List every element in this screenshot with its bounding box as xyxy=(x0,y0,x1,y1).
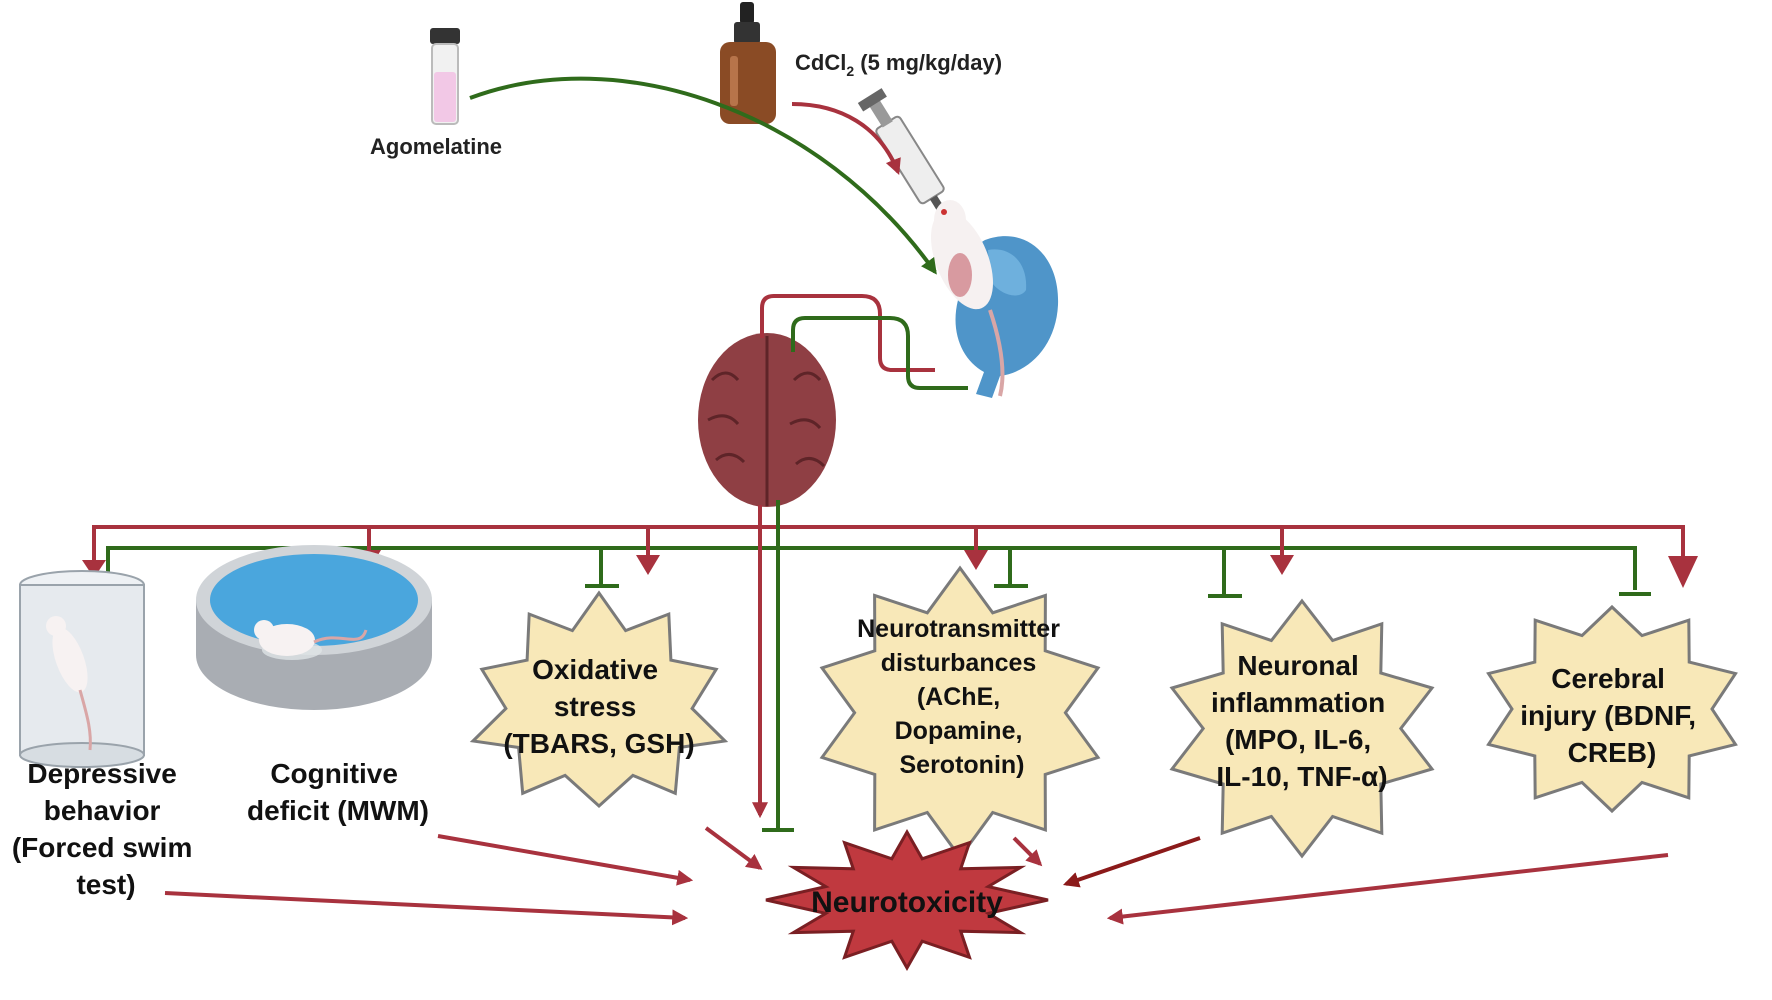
brain-icon xyxy=(698,333,836,507)
red-loop-line xyxy=(760,294,935,372)
cdcl2-label: CdCl2 (5 mg/kg/day) xyxy=(795,50,1002,79)
cognitive-label: Cognitive deficit (MWM) xyxy=(247,758,429,826)
neurotoxicity-label: Neurotoxicity xyxy=(811,886,1003,919)
inflammation-label: Neuronal inflammation (MPO, IL-6, IL-10,… xyxy=(1211,650,1393,792)
red-branch-line xyxy=(92,525,1685,565)
vial-icon xyxy=(430,28,460,125)
rat-in-hand-icon xyxy=(931,200,1059,398)
agomelatine-label: Agomelatine xyxy=(370,134,502,159)
neurotransmitter-label: Neurotransmitter disturbances (AChE, Dop… xyxy=(857,615,1067,779)
oxidative-label: Oxidative stress (TBARS, GSH) xyxy=(503,654,694,759)
water-maze-icon xyxy=(196,545,432,710)
cerebral-star xyxy=(1486,604,1738,814)
cerebral-label: Cerebral injury (BDNF, CREB) xyxy=(1520,663,1704,768)
dropper-bottle-icon xyxy=(720,2,776,124)
neurotransmitter-star xyxy=(819,565,1101,860)
green-loop-line xyxy=(791,316,968,390)
cdcl2-arrow xyxy=(791,102,901,175)
green-branch-line xyxy=(106,546,1637,590)
outcome-arrows xyxy=(164,826,1669,926)
oxidative-star xyxy=(469,590,729,809)
inflammation-star xyxy=(1169,598,1435,859)
beaker-rat-icon xyxy=(19,570,145,768)
agomelatine-arrow xyxy=(469,76,937,275)
neurotoxicity-star xyxy=(765,828,1049,972)
depressive-label: Depressive behavior (Forced swim test) xyxy=(12,758,200,900)
